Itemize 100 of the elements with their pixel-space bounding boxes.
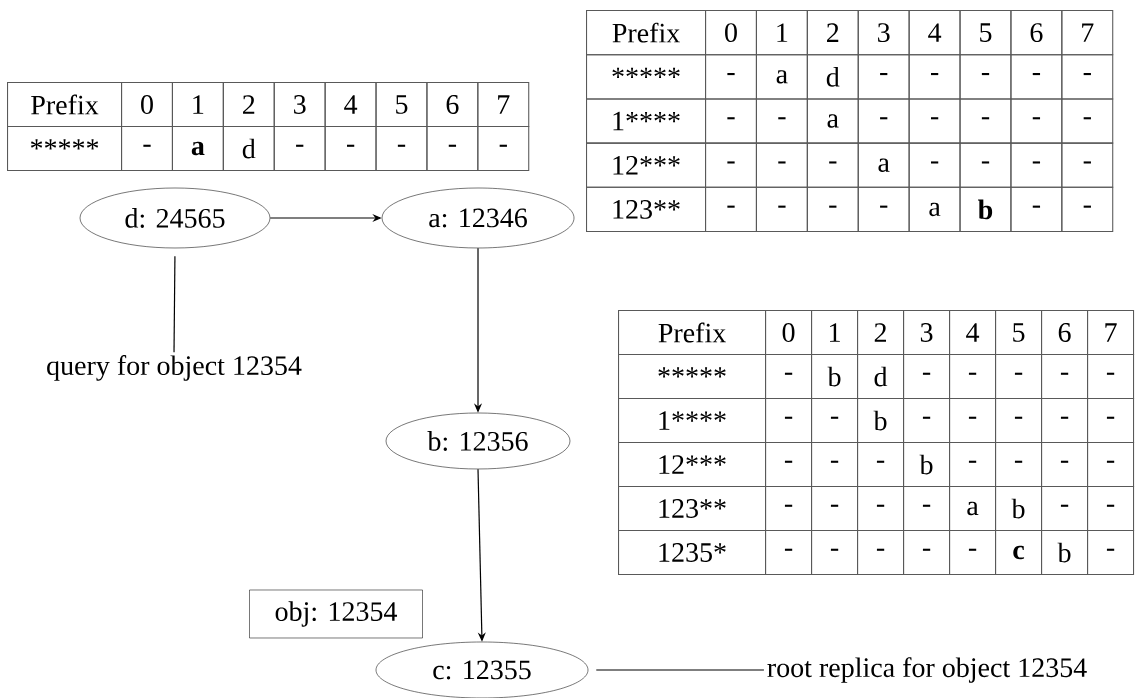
annotation-text: root replica for object 12354 (767, 657, 1087, 683)
table-cell: 1**** (618, 398, 767, 444)
table-cell: a (908, 186, 961, 233)
table-cell: 0 (765, 310, 813, 356)
table-cell: - (273, 126, 326, 172)
table-cell: - (765, 486, 813, 532)
table-cell: - (765, 398, 813, 444)
table-cell: - (477, 126, 530, 172)
table-cell: 4 (949, 310, 997, 356)
table-cell: - (1010, 54, 1063, 100)
table-cell: - (755, 142, 808, 188)
table-cell: - (426, 126, 479, 172)
table-cell: - (949, 354, 997, 400)
table-cell: - (1061, 98, 1114, 144)
table-cell: - (705, 142, 757, 188)
table-cell: - (995, 398, 1043, 444)
table-cell: - (857, 54, 910, 100)
table-cell: b (995, 486, 1043, 532)
table-cell: d (857, 354, 905, 400)
table-cell: - (1041, 442, 1089, 488)
table-cell: - (949, 442, 997, 488)
table-cell: - (1010, 142, 1063, 188)
table-cell: ***** (586, 54, 707, 100)
table-cell: Prefix (7, 82, 123, 128)
table-cell: 5 (959, 10, 1012, 56)
table-cell: 7 (1061, 10, 1114, 56)
table-cell: 3 (903, 310, 951, 356)
table-cell: 1 (755, 10, 808, 56)
table-cell: - (959, 98, 1012, 144)
table-cell: - (1061, 186, 1114, 233)
table-cell: 12*** (618, 442, 767, 488)
table-cell: - (1061, 54, 1114, 100)
table-cell: - (765, 442, 813, 488)
table-cell: 7 (1087, 310, 1135, 356)
table-cell: - (811, 486, 859, 532)
table-cell: - (1087, 442, 1135, 488)
table-cell: - (908, 142, 961, 188)
table-cell: 2 (222, 82, 275, 128)
table-cell: 123** (618, 486, 767, 532)
table-cell: d (222, 126, 275, 172)
table-cell: 6 (1010, 10, 1063, 56)
table-cell: a (755, 54, 808, 100)
table-cell: 5 (995, 310, 1043, 356)
table-cell: - (375, 126, 428, 172)
table-cell: - (1087, 486, 1135, 532)
table-cell: - (857, 98, 910, 144)
table-cell: - (811, 530, 859, 576)
table-cell: - (755, 186, 808, 233)
table-cell: - (811, 442, 859, 488)
table-cell: - (1087, 354, 1135, 400)
table-cell: - (705, 98, 757, 144)
table-cell: - (959, 142, 1012, 188)
table-cell: 2 (806, 10, 859, 56)
table-cell: - (1041, 354, 1089, 400)
table-cell: 2 (857, 310, 905, 356)
table-cell: - (1061, 142, 1114, 188)
table-cell: - (995, 354, 1043, 400)
table-cell: - (705, 54, 757, 100)
table-cell: - (806, 186, 859, 233)
table-cell: b (857, 398, 905, 444)
table-cell: 0 (121, 82, 173, 128)
table-cell: 3 (273, 82, 326, 128)
table-cell: - (995, 442, 1043, 488)
table-cell: 5 (375, 82, 428, 128)
table-cell: - (959, 54, 1012, 100)
object-box: obj: 12354 (249, 589, 423, 639)
table-cell: - (324, 126, 377, 172)
table-cell: 7 (477, 82, 530, 128)
table-cell: a (171, 126, 224, 172)
table-cell: 6 (1041, 310, 1089, 356)
table-cell: - (811, 398, 859, 444)
table-cell: - (1041, 486, 1089, 532)
table-cell: - (806, 142, 859, 188)
table-cell: 1**** (586, 98, 707, 144)
table-cell: - (121, 126, 173, 172)
table-cell: - (903, 530, 951, 576)
table-cell: 1 (811, 310, 859, 356)
annotation-text: query for object 12354 (47, 355, 302, 381)
table-cell: - (908, 98, 961, 144)
table-cell: c (995, 530, 1043, 576)
table-cell: 1 (171, 82, 224, 128)
table-cell: ***** (618, 354, 767, 400)
table-cell: - (1087, 530, 1135, 576)
table-cell: - (765, 530, 813, 576)
table-cell: - (903, 354, 951, 400)
table-cell: b (959, 186, 1012, 233)
table-cell: 6 (426, 82, 479, 128)
table-cell: 4 (324, 82, 377, 128)
table-cell: a (857, 142, 910, 188)
table-cell: 12*** (586, 142, 707, 188)
table-cell: - (1087, 398, 1135, 444)
table-cell: Prefix (586, 10, 707, 56)
table-cell: - (949, 530, 997, 576)
table-cell: 1235* (618, 530, 767, 576)
table-cell: - (1010, 186, 1063, 233)
table-cell: - (908, 54, 961, 100)
table-cell: - (705, 186, 757, 233)
table-cell: 0 (705, 10, 757, 56)
table-cell: a (806, 98, 859, 144)
table-cell: 4 (908, 10, 961, 56)
